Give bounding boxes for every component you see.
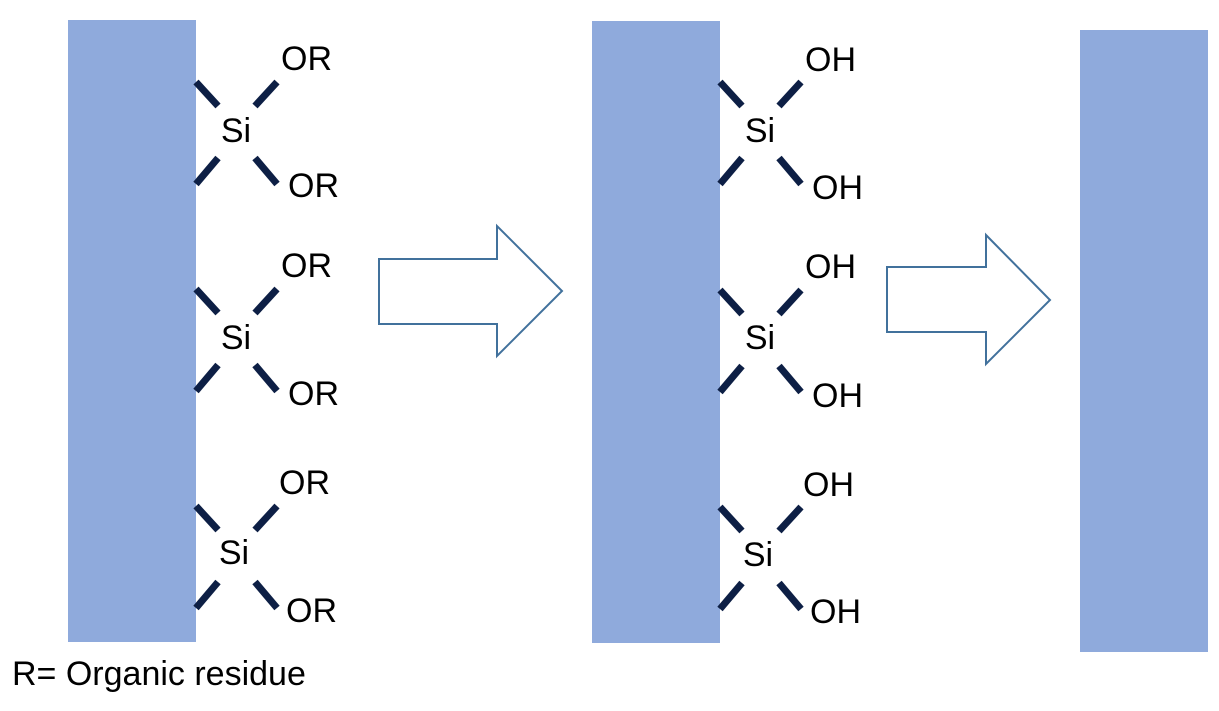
si-atom-label: Si bbox=[221, 319, 251, 357]
bond-line bbox=[776, 363, 804, 395]
reaction-arrow-2 bbox=[886, 232, 1052, 367]
bond-line bbox=[252, 579, 280, 611]
silanol-group-s2-2: Si OH OH bbox=[717, 248, 863, 415]
substrate-2 bbox=[592, 21, 720, 643]
top-substituent-label: OH bbox=[803, 466, 854, 504]
footnote-r-definition: R= Organic residue bbox=[12, 655, 306, 693]
bond-line bbox=[252, 79, 280, 109]
top-substituent-label: OR bbox=[281, 247, 332, 285]
bottom-substituent-label: OR bbox=[286, 592, 337, 630]
bond-line bbox=[193, 362, 221, 394]
bond-line bbox=[776, 79, 804, 109]
bond-line bbox=[193, 79, 221, 109]
bottom-substituent-label: OH bbox=[812, 169, 863, 207]
bond-line bbox=[776, 504, 804, 534]
silane-group-s1-2: Si OR OR bbox=[193, 247, 339, 413]
silane-group-s1-1: Si OR OR bbox=[193, 40, 339, 205]
si-atom-label: Si bbox=[745, 319, 775, 357]
reaction-arrow-1 bbox=[378, 223, 564, 359]
bond-line bbox=[252, 155, 280, 187]
si-atom-label: Si bbox=[219, 534, 249, 572]
silanol-group-s2-1: Si OH OH bbox=[717, 41, 863, 207]
bond-line bbox=[776, 580, 804, 612]
substrate-1 bbox=[68, 20, 196, 642]
bond-line bbox=[717, 580, 745, 612]
silane-group-s1-3: Si OR OR bbox=[193, 464, 337, 630]
bond-line bbox=[252, 286, 280, 316]
bond-line bbox=[717, 287, 745, 317]
top-substituent-label: OR bbox=[281, 40, 332, 78]
bond-line bbox=[193, 503, 221, 533]
si-atom-label: Si bbox=[221, 112, 251, 150]
bottom-substituent-label: OH bbox=[812, 377, 863, 415]
bond-line bbox=[717, 155, 745, 187]
bond-line bbox=[252, 362, 280, 394]
top-substituent-label: OR bbox=[279, 464, 330, 502]
bond-line bbox=[717, 79, 745, 109]
bond-line bbox=[193, 286, 221, 316]
bond-line bbox=[717, 363, 745, 395]
si-atom-label: Si bbox=[743, 536, 773, 574]
silanol-group-s2-3: Si OH OH bbox=[717, 466, 861, 631]
bottom-substituent-label: OH bbox=[810, 593, 861, 631]
bond-line bbox=[776, 287, 804, 317]
bond-line bbox=[776, 155, 804, 187]
top-substituent-label: OH bbox=[805, 41, 856, 79]
bottom-substituent-label: OR bbox=[288, 375, 339, 413]
top-substituent-label: OH bbox=[805, 248, 856, 286]
bond-line bbox=[193, 155, 221, 187]
bond-line bbox=[193, 579, 221, 611]
si-atom-label: Si bbox=[745, 112, 775, 150]
substrate-3 bbox=[1080, 30, 1208, 652]
bond-line bbox=[717, 504, 745, 534]
bond-line bbox=[252, 503, 280, 533]
bottom-substituent-label: OR bbox=[288, 167, 339, 205]
